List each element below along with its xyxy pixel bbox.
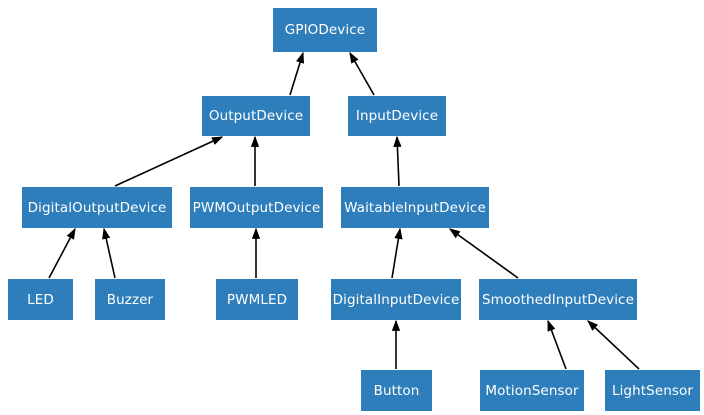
class-node-label: WaitableInputDevice bbox=[344, 199, 486, 216]
class-node-outputdevice[interactable]: OutputDevice bbox=[202, 96, 310, 136]
class-node-buzzer[interactable]: Buzzer bbox=[95, 279, 165, 320]
class-node-label: InputDevice bbox=[355, 108, 439, 124]
class-node-label: PWMLED bbox=[226, 291, 288, 308]
class-node-digitalinputdevice[interactable]: DigitalInputDevice bbox=[331, 279, 461, 320]
class-node-label: Button bbox=[373, 382, 420, 399]
inheritance-arrow-digitalinputdevice-to-waitableinputdevice bbox=[391, 227, 403, 279]
inheritance-arrow-outputdevice-to-gpiodevice bbox=[289, 51, 305, 96]
inheritance-arrow-inputdevice-to-gpiodevice bbox=[349, 51, 375, 96]
class-node-label: Buzzer bbox=[106, 291, 154, 308]
class-node-inputdevice[interactable]: InputDevice bbox=[348, 96, 446, 136]
class-node-label: GPIODevice bbox=[284, 22, 366, 38]
class-node-pwmoutputdevice[interactable]: PWMOutputDevice bbox=[190, 187, 323, 228]
inheritance-arrow-waitableinputdevice-to-inputdevice bbox=[393, 135, 402, 187]
class-node-label: DigitalOutputDevice bbox=[27, 199, 167, 216]
class-node-digitaloutputdevice[interactable]: DigitalOutputDevice bbox=[22, 187, 172, 228]
class-node-label: MotionSensor bbox=[485, 382, 579, 399]
inheritance-arrow-buzzer-to-digitaloutputdevice bbox=[102, 227, 116, 279]
class-node-led[interactable]: LED bbox=[8, 279, 73, 320]
class-node-label: PWMOutputDevice bbox=[192, 199, 321, 216]
inheritance-arrow-smoothedinputdevice-to-waitableinputdevice bbox=[448, 228, 519, 279]
class-node-label: DigitalInputDevice bbox=[332, 291, 460, 308]
inheritance-arrow-lightsensor-to-smoothedinputdevice bbox=[587, 320, 640, 370]
inheritance-arrow-led-to-digitaloutputdevice bbox=[48, 227, 76, 279]
class-node-lightsensor[interactable]: LightSensor bbox=[605, 370, 700, 411]
class-node-label: LED bbox=[27, 291, 54, 308]
class-node-label: OutputDevice bbox=[208, 108, 304, 124]
class-node-motionsensor[interactable]: MotionSensor bbox=[480, 370, 584, 411]
class-node-pwmled[interactable]: PWMLED bbox=[216, 279, 298, 320]
class-node-button[interactable]: Button bbox=[361, 370, 432, 411]
class-node-label: LightSensor bbox=[611, 382, 694, 399]
class-node-smoothedinputdevice[interactable]: SmoothedInputDevice bbox=[479, 279, 637, 320]
class-node-label: SmoothedInputDevice bbox=[482, 291, 634, 308]
inheritance-arrow-motionsensor-to-smoothedinputdevice bbox=[547, 319, 567, 370]
class-node-gpiodevice[interactable]: GPIODevice bbox=[273, 8, 377, 52]
inheritance-arrow-digitaloutputdevice-to-outputdevice bbox=[114, 136, 224, 187]
class-node-waitableinputdevice[interactable]: WaitableInputDevice bbox=[341, 187, 489, 228]
